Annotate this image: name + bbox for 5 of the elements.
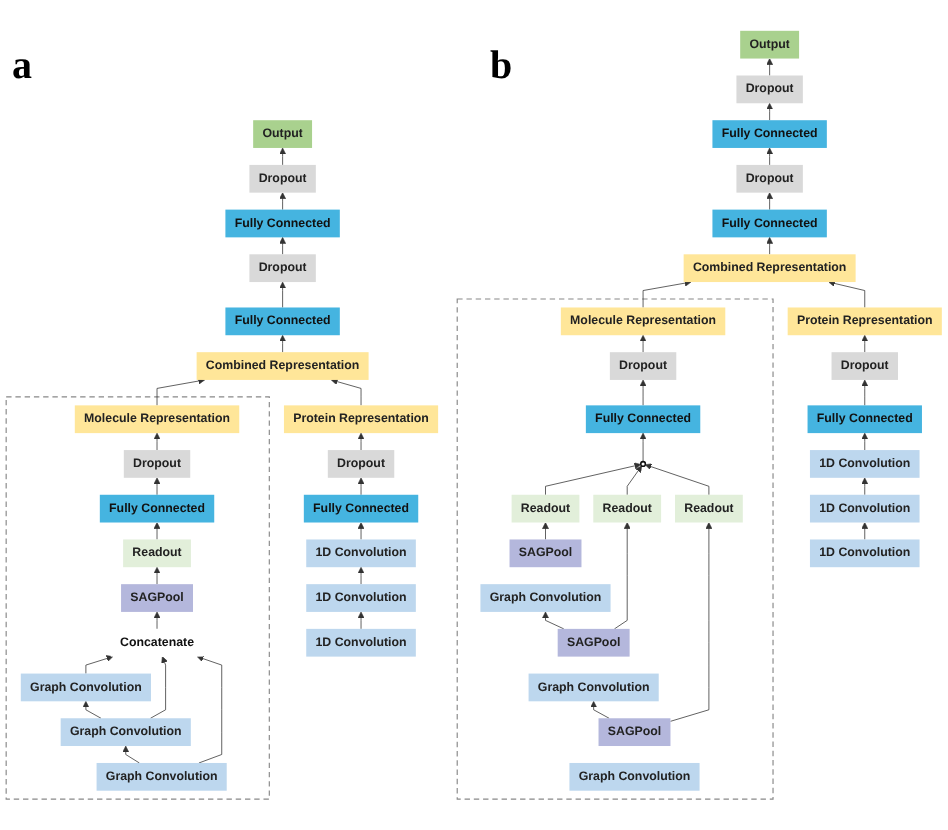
panel-letter: a [12,44,32,90]
panel-letter: b [490,44,513,90]
cluster [5,396,270,800]
cluster [456,298,774,800]
node-circle [640,460,647,467]
